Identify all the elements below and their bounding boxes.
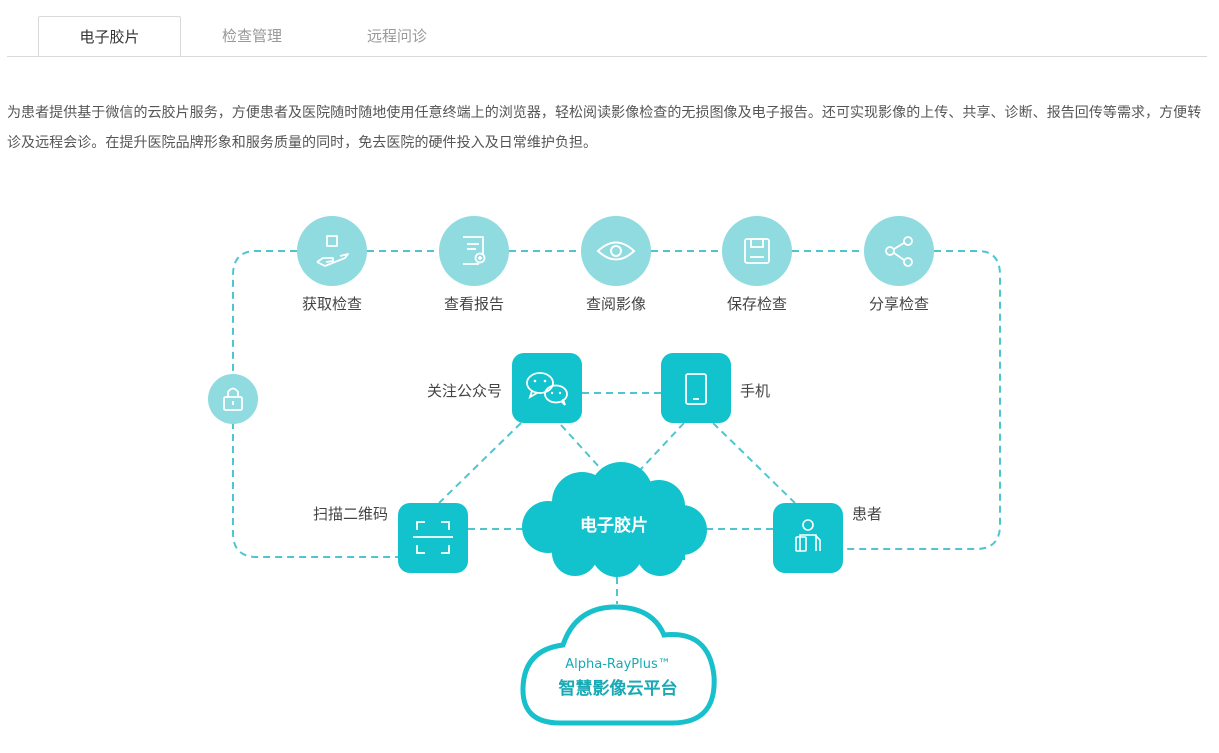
step-view-images[interactable] (581, 216, 651, 286)
step-view-report[interactable] (439, 216, 509, 286)
lock-icon (223, 387, 243, 411)
step-label: 查看报告 (444, 295, 504, 313)
share-icon (885, 236, 913, 267)
patient-icon (795, 519, 821, 552)
eye-icon (596, 241, 636, 261)
phone-icon (685, 373, 707, 405)
phone-node[interactable] (661, 353, 731, 423)
wechat-label: 关注公众号 (427, 382, 502, 400)
wechat-node[interactable] (512, 353, 582, 423)
patient-label: 患者 (852, 505, 882, 523)
scan-label: 扫描二维码 (313, 505, 388, 523)
tab-remote-consultation[interactable]: 远程问诊 (366, 27, 427, 45)
tab-divider (7, 56, 1207, 57)
description-text: 为患者提供基于微信的云胶片服务，方便患者及医院随时随地使用任意终端上的浏览器，轻… (7, 105, 1202, 151)
platform-brand: Alpha-RayPlus™ (565, 657, 671, 672)
electronic-film-cloud[interactable]: 电子胶片 (522, 462, 707, 577)
hand-box-icon (316, 235, 349, 267)
platform-cloud: Alpha-RayPlus™ 智慧影像云平台 (520, 604, 717, 726)
loop-line-left-top (232, 250, 297, 376)
loop-line-left-bottom (232, 422, 398, 558)
step-label: 分享检查 (869, 295, 929, 313)
step-label: 查阅影像 (586, 295, 646, 313)
phone-label: 手机 (740, 382, 770, 400)
platform-name: 智慧影像云平台 (559, 678, 678, 699)
scan-icon (413, 521, 453, 554)
loop-line-right (843, 250, 1001, 550)
patient-node[interactable] (773, 503, 843, 573)
tab-bar: 电子胶片 检查管理 远程问诊 (0, 0, 1207, 58)
wechat-icon (526, 372, 568, 406)
save-icon (744, 238, 770, 264)
cloud-label: 电子胶片 (580, 515, 648, 536)
report-icon (463, 236, 486, 265)
step-save-exam[interactable] (722, 216, 792, 286)
lock-node (208, 374, 258, 424)
step-share-exam[interactable] (864, 216, 934, 286)
network-lines (438, 392, 796, 604)
step-get-exam[interactable] (297, 216, 367, 286)
scan-node[interactable] (398, 503, 468, 573)
step-label: 保存检查 (727, 295, 787, 313)
tab-electronic-film[interactable]: 电子胶片 (38, 16, 181, 57)
step-label: 获取检查 (302, 295, 362, 313)
tab-exam-management[interactable]: 检查管理 (221, 27, 282, 45)
